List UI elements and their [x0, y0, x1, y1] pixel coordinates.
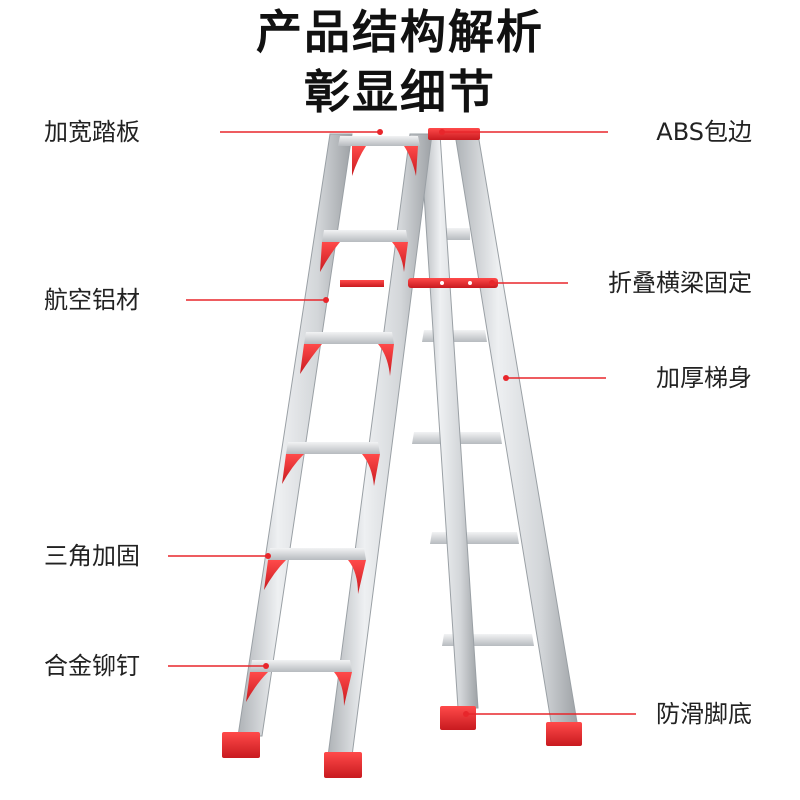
callout-aviation-aluminum: 航空铝材	[44, 286, 140, 314]
title-line-2: 彰显细节	[304, 65, 496, 119]
leader-lines	[168, 129, 636, 717]
callout-alloy-rivet: 合金铆钉	[44, 652, 140, 680]
triangle-braces	[246, 146, 418, 706]
front-steps	[250, 136, 420, 672]
front-foot-left	[222, 732, 260, 758]
callout-thickened-body: 加厚梯身	[656, 364, 752, 392]
callout-widened-step: 加宽踏板	[44, 118, 140, 146]
callout-folding-crossbar: 折叠横梁固定	[608, 269, 752, 297]
front-rail-left	[237, 133, 353, 737]
folding-crossbar	[340, 278, 498, 288]
back-foot-left	[440, 706, 476, 730]
abs-top-cap	[428, 128, 480, 140]
callout-abs-edge: ABS包边	[656, 118, 752, 146]
title-line-1: 产品结构解析	[256, 5, 544, 59]
callout-antislip-foot: 防滑脚底	[656, 700, 752, 728]
callout-triangle-reinforce: 三角加固	[44, 542, 140, 570]
front-foot-right	[324, 752, 362, 778]
back-foot-right	[546, 722, 582, 746]
